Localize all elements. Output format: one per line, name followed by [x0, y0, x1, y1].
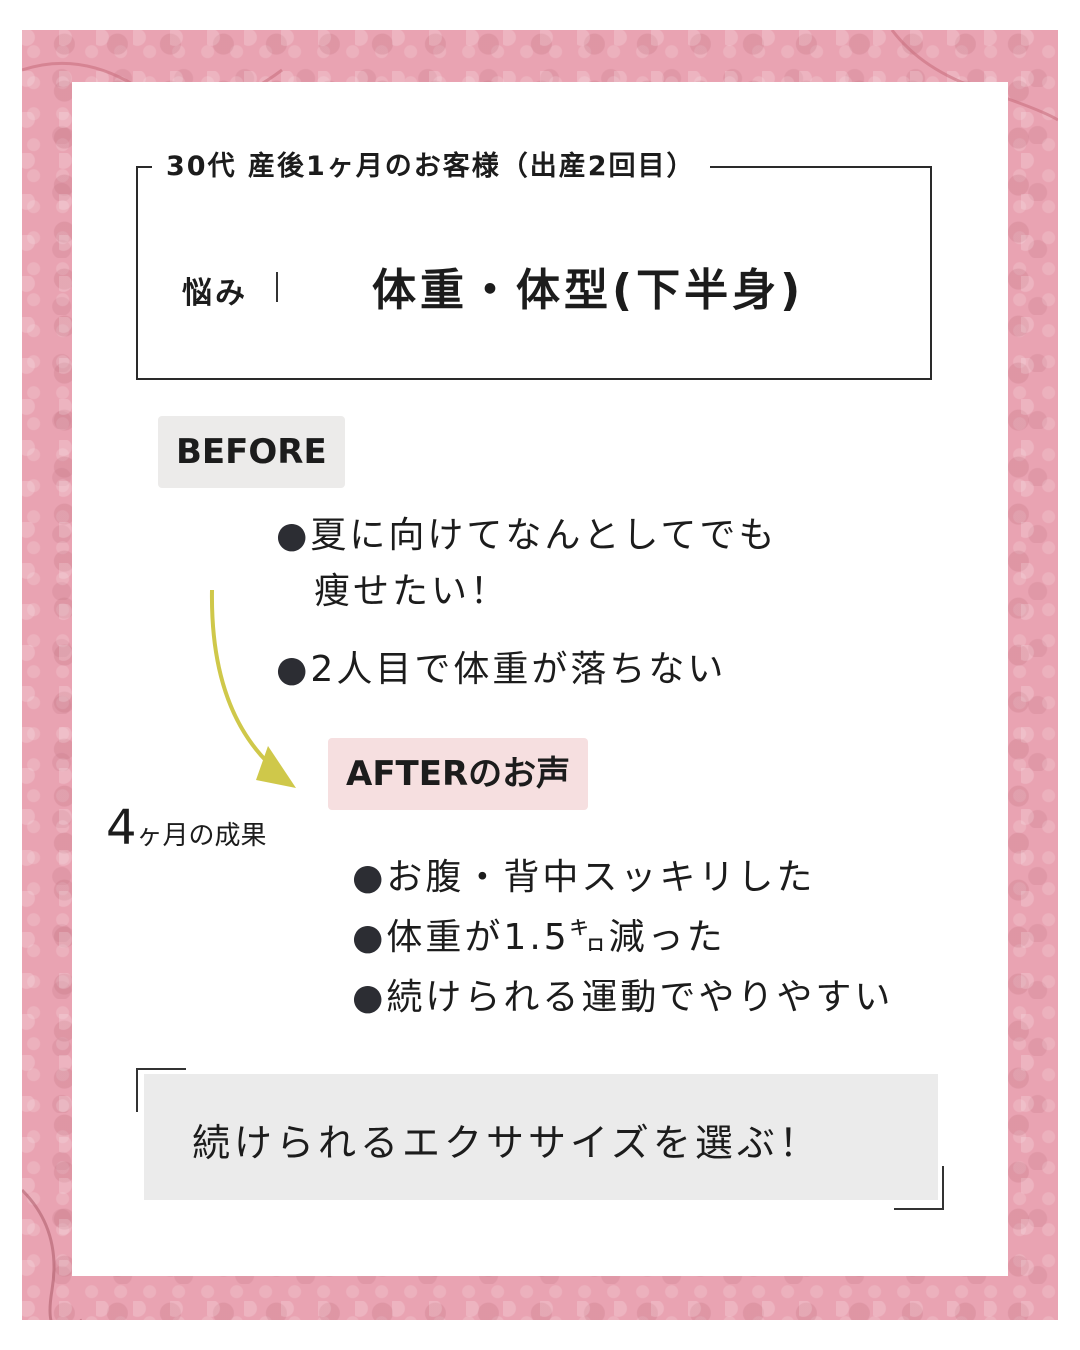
conclusion-text: 続けられるエクササイズを選ぶ！	[192, 1121, 821, 1165]
result-period-unit: ヶ月の成果	[136, 821, 267, 851]
bullet-icon: ●	[276, 649, 311, 690]
bullet-icon: ●	[352, 917, 387, 958]
before-item-1-continued: 痩せたい！	[314, 571, 510, 612]
bullet-icon: ●	[352, 977, 387, 1018]
after-item-1: ●お腹・背中スッキリした	[352, 857, 816, 898]
concern-label: 悩み	[182, 276, 248, 311]
concern-separator	[276, 272, 278, 302]
before-item-2: ●2人目で体重が落ちない	[276, 649, 727, 690]
bullet-icon: ●	[352, 857, 387, 898]
after-item-2: ●体重が1.5㌔減った	[352, 917, 726, 958]
content-card: 30代 産後1ヶ月のお客様（出産2回目） 悩み 体重・体型(下半身) BEFOR…	[72, 82, 1008, 1276]
before-item-1: ●夏に向けてなんとしてでも	[276, 515, 778, 556]
result-period-number: 4	[106, 800, 137, 856]
conclusion-corner-top-left	[136, 1068, 186, 1112]
before-tag: BEFORE	[158, 416, 345, 488]
conclusion-box: 続けられるエクササイズを選ぶ！	[144, 1074, 938, 1200]
after-tag: AFTERのお声	[328, 738, 589, 810]
result-period: 4ヶ月の成果	[106, 800, 267, 856]
down-arrow-icon	[209, 589, 296, 788]
concern-value: 体重・体型(下半身)	[372, 265, 805, 316]
conclusion-corner-bottom-right	[894, 1166, 944, 1210]
bullet-icon: ●	[276, 515, 311, 556]
customer-title: 30代 産後1ヶ月のお客様（出産2回目）	[152, 144, 710, 183]
after-item-3: ●続けられる運動でやりやすい	[352, 977, 894, 1018]
